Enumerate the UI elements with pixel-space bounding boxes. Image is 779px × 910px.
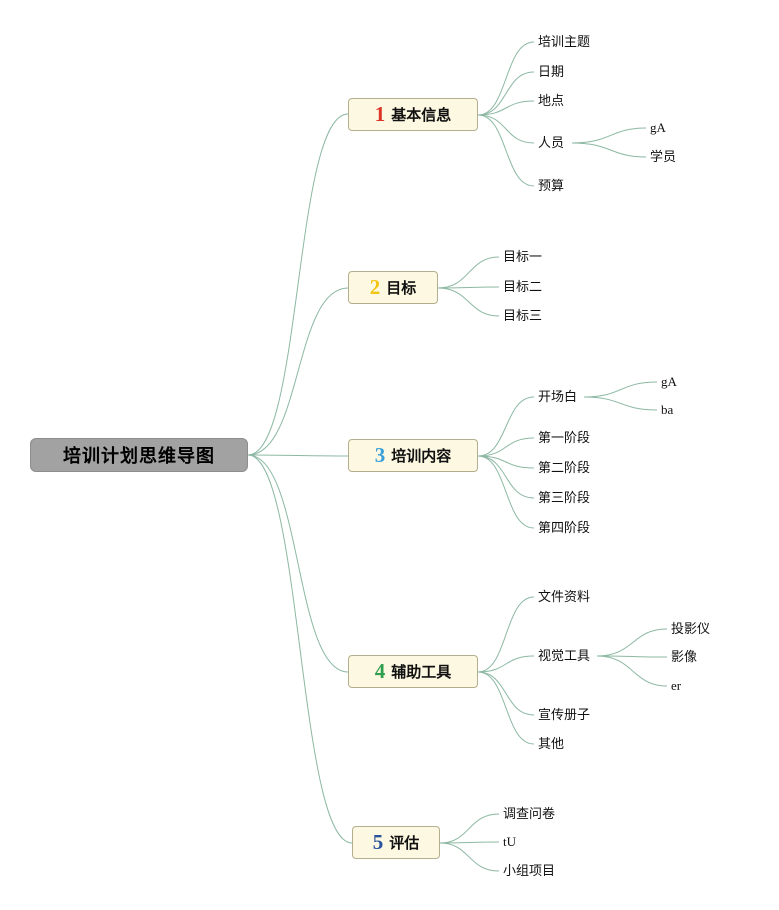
branch-node-basic-info[interactable]: 1 基本信息 bbox=[348, 98, 478, 131]
branch-label: 目标 bbox=[386, 280, 417, 297]
connector-line bbox=[477, 455, 535, 529]
topic-node[interactable]: 第三阶段 bbox=[538, 490, 591, 505]
connector-line bbox=[437, 286, 500, 289]
topic-node[interactable]: 目标三 bbox=[503, 308, 543, 323]
connector-line bbox=[477, 396, 535, 457]
branch-number: 2 bbox=[369, 275, 381, 299]
topic-node[interactable]: 第二阶段 bbox=[538, 460, 591, 475]
connector-line bbox=[477, 655, 535, 673]
connector-line bbox=[437, 256, 500, 289]
branch-number: 5 bbox=[372, 830, 384, 854]
connector-line bbox=[477, 596, 535, 673]
branch-label: 培训内容 bbox=[391, 448, 452, 465]
connector-line bbox=[596, 655, 668, 658]
topic-node[interactable]: 地点 bbox=[538, 93, 565, 108]
topic-node[interactable]: 人员 bbox=[538, 135, 565, 150]
connector-line bbox=[596, 628, 668, 657]
branch-number: 3 bbox=[374, 443, 386, 467]
connector-line bbox=[477, 41, 535, 116]
topic-node[interactable]: gA bbox=[650, 120, 666, 135]
connector-line bbox=[571, 127, 647, 144]
connector-line bbox=[583, 381, 658, 398]
root-node[interactable]: 培训计划思维导图 bbox=[30, 438, 248, 472]
branch-label: 基本信息 bbox=[391, 107, 452, 124]
connector-line bbox=[477, 455, 535, 469]
topic-node[interactable]: 文件资料 bbox=[538, 589, 591, 604]
branch-node-training-content[interactable]: 3 培训内容 bbox=[348, 439, 478, 472]
connector-line bbox=[247, 113, 349, 456]
branch-label: 评估 bbox=[389, 835, 420, 852]
topic-node[interactable]: 第一阶段 bbox=[538, 430, 591, 445]
topic-node[interactable]: 投影仪 bbox=[671, 621, 711, 636]
connector-line bbox=[439, 842, 500, 872]
connector-line bbox=[247, 287, 349, 456]
topic-node[interactable]: 调查问卷 bbox=[503, 806, 556, 821]
topic-node[interactable]: 学员 bbox=[650, 149, 677, 164]
topic-node[interactable]: gA bbox=[661, 374, 677, 389]
connector-line bbox=[583, 396, 658, 411]
connector-line bbox=[596, 655, 668, 687]
connector-line bbox=[247, 454, 353, 844]
connector-line bbox=[247, 454, 349, 673]
branch-number: 4 bbox=[374, 659, 386, 683]
topic-node[interactable]: 其他 bbox=[538, 736, 565, 751]
topic-node[interactable]: 宣传册子 bbox=[538, 707, 591, 722]
connector-line bbox=[477, 71, 535, 116]
connector-line bbox=[477, 114, 535, 144]
connector-line bbox=[439, 813, 500, 844]
connector-line bbox=[247, 454, 349, 457]
connector-line bbox=[477, 455, 535, 499]
connector-line bbox=[477, 671, 535, 716]
topic-node[interactable]: 培训主题 bbox=[538, 34, 591, 49]
topic-node[interactable]: 第四阶段 bbox=[538, 520, 591, 535]
topic-node[interactable]: 预算 bbox=[538, 178, 565, 193]
topic-node[interactable]: 目标二 bbox=[503, 279, 543, 294]
branch-node-goals[interactable]: 2 目标 bbox=[348, 271, 438, 304]
topic-node[interactable]: 小组项目 bbox=[503, 863, 556, 878]
connector-line bbox=[439, 841, 500, 844]
topic-node[interactable]: ba bbox=[661, 402, 674, 417]
branch-label: 辅助工具 bbox=[391, 664, 452, 681]
connector-line bbox=[477, 100, 535, 116]
connector-line bbox=[477, 437, 535, 457]
topic-node[interactable]: 视觉工具 bbox=[538, 648, 591, 663]
branch-number: 1 bbox=[374, 102, 386, 126]
connector-line bbox=[437, 287, 500, 317]
branch-node-aux-tools[interactable]: 4 辅助工具 bbox=[348, 655, 478, 688]
connector-line bbox=[477, 671, 535, 745]
topic-node[interactable]: 开场白 bbox=[538, 389, 578, 404]
connector-line bbox=[477, 114, 535, 187]
topic-node[interactable]: 目标一 bbox=[503, 249, 543, 264]
topic-node[interactable]: er bbox=[671, 678, 682, 693]
topic-node[interactable]: tU bbox=[503, 834, 516, 849]
topic-node[interactable]: 影像 bbox=[671, 649, 698, 664]
branch-node-evaluation[interactable]: 5 评估 bbox=[352, 826, 440, 859]
topic-node[interactable]: 日期 bbox=[538, 64, 565, 79]
connector-line bbox=[571, 142, 647, 158]
